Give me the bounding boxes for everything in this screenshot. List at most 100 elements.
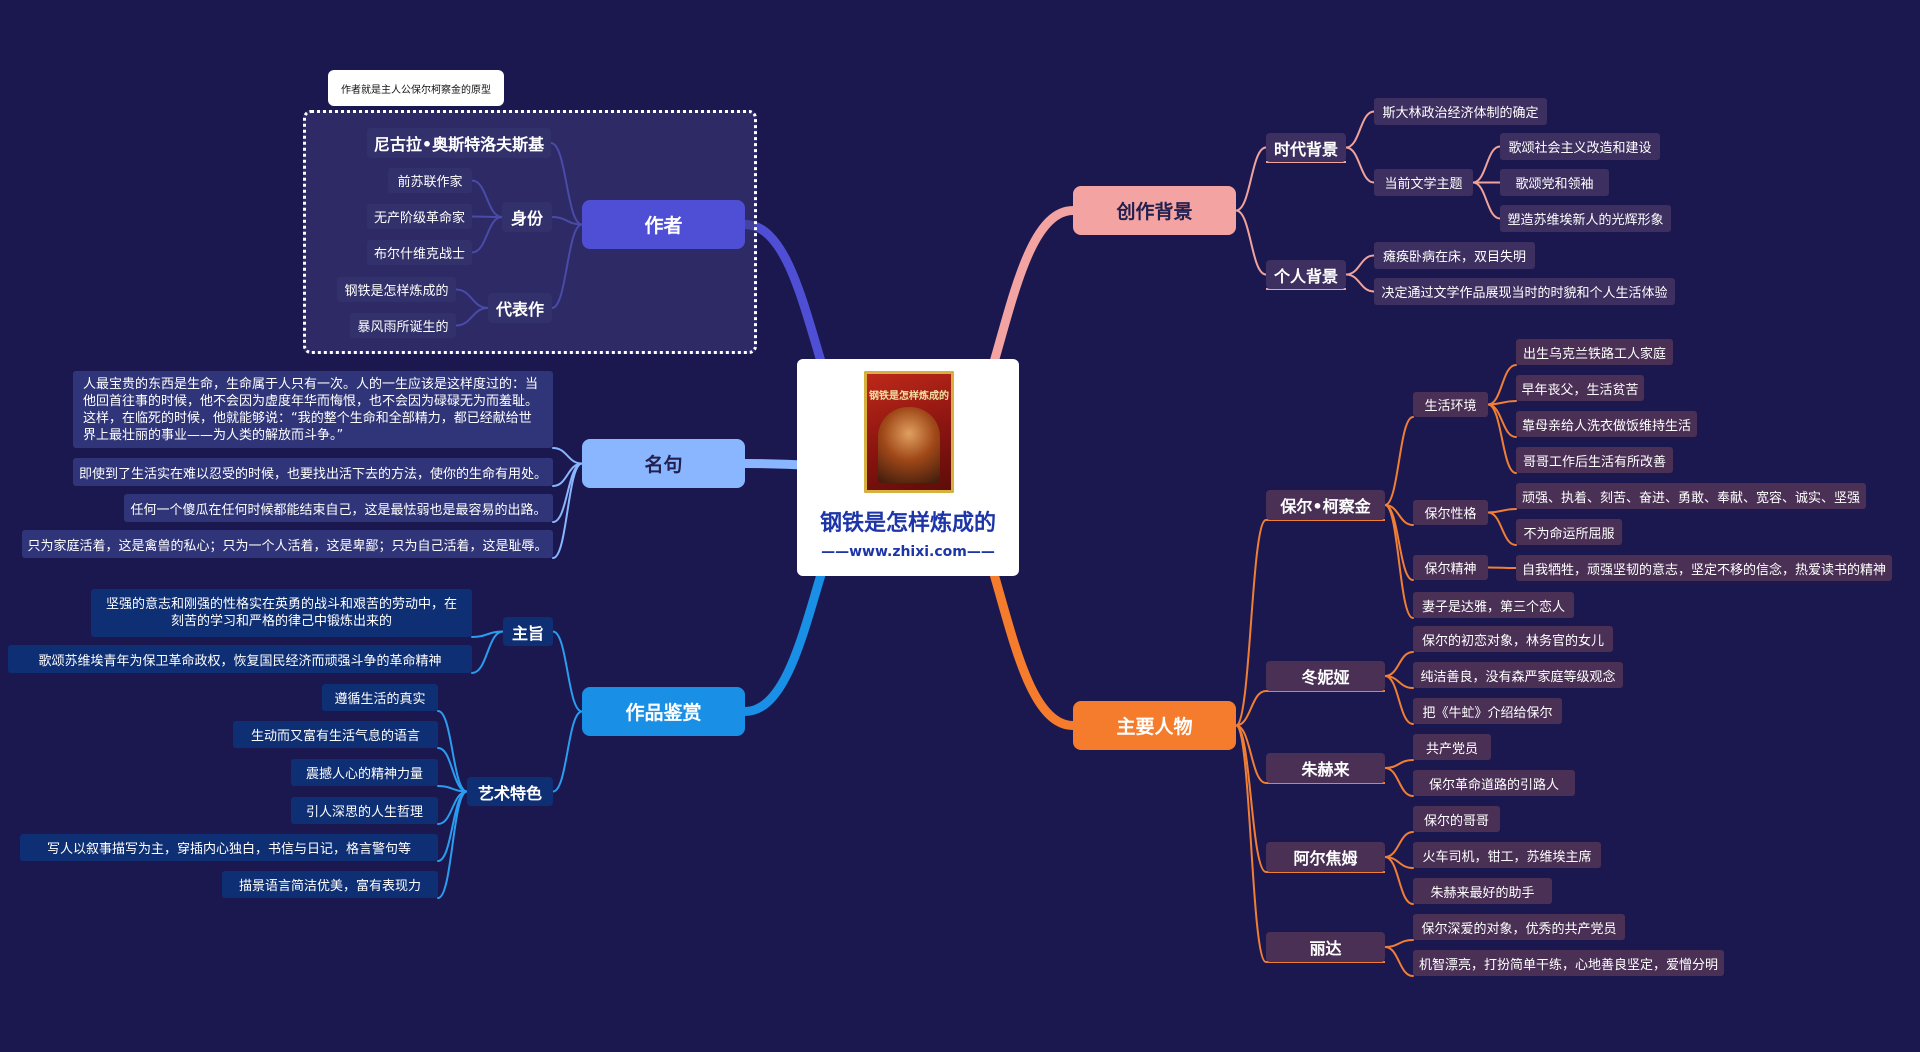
paul-char-label[interactable]: 保尔性格 bbox=[1413, 500, 1488, 525]
theme-0[interactable]: 坚强的意志和刚强的性格实在英勇的战斗和艰苦的劳动中，在刻苦的学习和严格的律己中锻… bbox=[91, 589, 472, 637]
theme-1[interactable]: 歌颂苏维埃青年为保卫革命政权，恢复国民经济而顽强斗争的革命精神 bbox=[8, 645, 472, 673]
quotes-main[interactable]: 名句 bbox=[582, 439, 745, 488]
lit-0[interactable]: 歌颂社会主义改造和建设 bbox=[1500, 133, 1660, 160]
paul-label[interactable]: 保尔•柯察金 bbox=[1266, 490, 1385, 520]
art-3[interactable]: 引人深思的人生哲理 bbox=[291, 797, 438, 824]
connector-paul-env-label bbox=[1384, 416, 1414, 506]
author-identity-2[interactable]: 布尔什维克战士 bbox=[367, 240, 472, 265]
author-identity[interactable]: 身份 bbox=[502, 202, 552, 232]
connector-art-0 bbox=[437, 710, 468, 793]
tonya-label[interactable]: 冬妮娅 bbox=[1266, 661, 1385, 691]
author-main[interactable]: 作者 bbox=[582, 200, 745, 249]
theme-label[interactable]: 主旨 bbox=[503, 617, 553, 646]
connector-art-5 bbox=[437, 790, 468, 899]
connector-paul-label bbox=[1235, 519, 1267, 727]
lit-1[interactable]: 歌颂党和领袖 bbox=[1500, 169, 1609, 196]
author-works[interactable]: 代表作 bbox=[488, 293, 552, 323]
tonya-0[interactable]: 保尔的初恋对象，林务官的女儿 bbox=[1413, 626, 1613, 652]
connector-paul-env-2 bbox=[1487, 403, 1517, 438]
art-5[interactable]: 描景语言简洁优美，富有表现力 bbox=[222, 871, 438, 898]
art-1[interactable]: 生动而又富有生活气息的语言 bbox=[233, 721, 438, 748]
rita-0[interactable]: 保尔深爱的对象，优秀的共产党员 bbox=[1413, 914, 1625, 940]
characters-main[interactable]: 主要人物 bbox=[1073, 701, 1236, 750]
connector-zhu-1 bbox=[1384, 767, 1414, 797]
zhu-1[interactable]: 保尔革命道路的引路人 bbox=[1413, 770, 1575, 796]
connector-personal-0 bbox=[1345, 254, 1375, 276]
author-name[interactable]: 尼古拉•奥斯特洛夫斯基 bbox=[367, 128, 551, 158]
quote-1[interactable]: 即使到了生活实在难以忍受的时候，也要找出活下去的方法，使你的生命有用处。 bbox=[73, 458, 553, 486]
central-url: ——www.zhixi.com—— bbox=[821, 544, 995, 560]
paul-env-label[interactable]: 生活环境 bbox=[1413, 392, 1488, 417]
author-callout[interactable]: 作者就是主人公保尔柯察金的原型 bbox=[328, 70, 504, 106]
art-2[interactable]: 震撼人心的精神力量 bbox=[291, 759, 438, 786]
connector-theme-1 bbox=[471, 630, 504, 674]
era-0[interactable]: 斯大林政治经济体制的确定 bbox=[1374, 98, 1547, 125]
artyom-label[interactable]: 阿尔焦姆 bbox=[1266, 842, 1385, 872]
connector-personal-1 bbox=[1345, 273, 1375, 293]
connector-zhu-label bbox=[1235, 724, 1267, 784]
quote-2[interactable]: 任何一个傻瓜在任何时候都能结束自己，这是最怯弱也是最容易的出路。 bbox=[124, 494, 553, 522]
connector-era-label bbox=[1235, 146, 1267, 212]
connector-artyom-2 bbox=[1384, 856, 1414, 905]
paul-env-1[interactable]: 早年丧父，生活贫苦 bbox=[1516, 375, 1644, 401]
connector-paul-char-0 bbox=[1487, 508, 1517, 514]
paul-env-2[interactable]: 靠母亲给人洗衣做饭维持生活 bbox=[1516, 411, 1697, 437]
book-cover-image: 钢铁是怎样炼成的 bbox=[864, 371, 954, 493]
artyom-2[interactable]: 朱赫来最好的助手 bbox=[1413, 878, 1552, 904]
connector-rita-1 bbox=[1384, 946, 1414, 977]
personal-0[interactable]: 瘫痪卧病在床，双目失明 bbox=[1374, 242, 1535, 269]
connector-paul-wife bbox=[1384, 504, 1414, 619]
connector-rita-label bbox=[1235, 724, 1267, 963]
appreciation-main[interactable]: 作品鉴赏 bbox=[582, 687, 745, 736]
paul-env-3[interactable]: 哥哥工作后生活有所改善 bbox=[1516, 447, 1673, 473]
author-identity-1[interactable]: 无产阶级革命家 bbox=[367, 204, 472, 229]
book-cover-figure bbox=[878, 407, 940, 483]
connector-art-label bbox=[552, 710, 583, 793]
paul-char-1[interactable]: 不为命运所屈服 bbox=[1516, 519, 1622, 545]
author-identity-0[interactable]: 前苏联作家 bbox=[388, 168, 472, 193]
connector-personal-label bbox=[1235, 209, 1267, 276]
lit-2[interactable]: 塑造苏维埃新人的光辉形象 bbox=[1500, 205, 1671, 232]
paul-char-0[interactable]: 顽强、执着、刻苦、奋进、勇敢、奉献、宽容、诚实、坚强 bbox=[1516, 483, 1866, 509]
rita-label[interactable]: 丽达 bbox=[1266, 932, 1385, 962]
art-0[interactable]: 遵循生活的真实 bbox=[322, 684, 438, 711]
connector-zhu-0 bbox=[1384, 759, 1414, 769]
paul-env-0[interactable]: 出生乌克兰铁路工人家庭 bbox=[1516, 339, 1673, 365]
connector-art-1 bbox=[437, 747, 468, 793]
paul-spirit-0[interactable]: 自我牺牲，顽强坚韧的意志，坚定不移的信念，热爱读书的精神 bbox=[1516, 555, 1892, 581]
art-label[interactable]: 艺术特色 bbox=[467, 777, 553, 806]
connector-tonya-label bbox=[1235, 690, 1267, 727]
central-title: 钢铁是怎样炼成的 bbox=[819, 511, 996, 536]
quote-0[interactable]: 人最宝贵的东西是生命，生命属于人只有一次。人的一生应该是这样度过的：当他回首往事… bbox=[73, 371, 553, 448]
book-cover-title: 钢铁是怎样炼成的 bbox=[869, 391, 949, 402]
era-label[interactable]: 时代背景 bbox=[1266, 133, 1346, 162]
connector-quote-0 bbox=[552, 447, 583, 465]
connector-theme-label bbox=[552, 630, 583, 713]
connector-paul-env-3 bbox=[1487, 403, 1517, 474]
lit-label[interactable]: 当前文学主题 bbox=[1374, 169, 1473, 196]
connector-tonya-0 bbox=[1384, 651, 1414, 677]
paul-spirit-label[interactable]: 保尔精神 bbox=[1413, 555, 1488, 580]
zhu-label[interactable]: 朱赫来 bbox=[1266, 753, 1385, 783]
personal-1[interactable]: 决定通过文学作品展现当时的时貌和个人生活体验 bbox=[1374, 278, 1675, 305]
quote-3[interactable]: 只为家庭活着，这是禽兽的私心；只为一个人活着，这是卑鄙；只为自己活着，这是耻辱。 bbox=[22, 530, 553, 558]
art-4[interactable]: 写人以叙事描写为主，穿插内心独白，书信与日记，格言警句等 bbox=[20, 834, 438, 861]
tonya-2[interactable]: 把《牛虻》介绍给保尔 bbox=[1413, 698, 1562, 724]
artyom-1[interactable]: 火车司机，钳工，苏维埃主席 bbox=[1413, 842, 1601, 868]
connector-rita-0 bbox=[1384, 939, 1414, 948]
zhu-0[interactable]: 共产党员 bbox=[1413, 734, 1491, 760]
connector-lit-label bbox=[1345, 146, 1375, 184]
central-topic[interactable]: 钢铁是怎样炼成的 钢铁是怎样炼成的 ——www.zhixi.com—— bbox=[797, 359, 1019, 576]
artyom-0[interactable]: 保尔的哥哥 bbox=[1413, 806, 1500, 832]
personal-label[interactable]: 个人背景 bbox=[1266, 260, 1346, 289]
author-work-1[interactable]: 暴风雨所诞生的 bbox=[350, 313, 456, 338]
connector-lit-0 bbox=[1472, 145, 1501, 184]
connector-artyom-0 bbox=[1384, 831, 1414, 858]
rita-1[interactable]: 机智漂亮，打扮简单干练，心地善良坚定，爱憎分明 bbox=[1413, 950, 1724, 976]
creation-main[interactable]: 创作背景 bbox=[1073, 186, 1236, 235]
tonya-1[interactable]: 纯洁善良，没有森严家庭等级观念 bbox=[1413, 662, 1623, 688]
connector-paul-env-0 bbox=[1487, 364, 1517, 406]
author-work-0[interactable]: 钢铁是怎样炼成的 bbox=[337, 277, 456, 302]
paul-wife[interactable]: 妻子是达雅，第三个恋人 bbox=[1413, 592, 1574, 618]
